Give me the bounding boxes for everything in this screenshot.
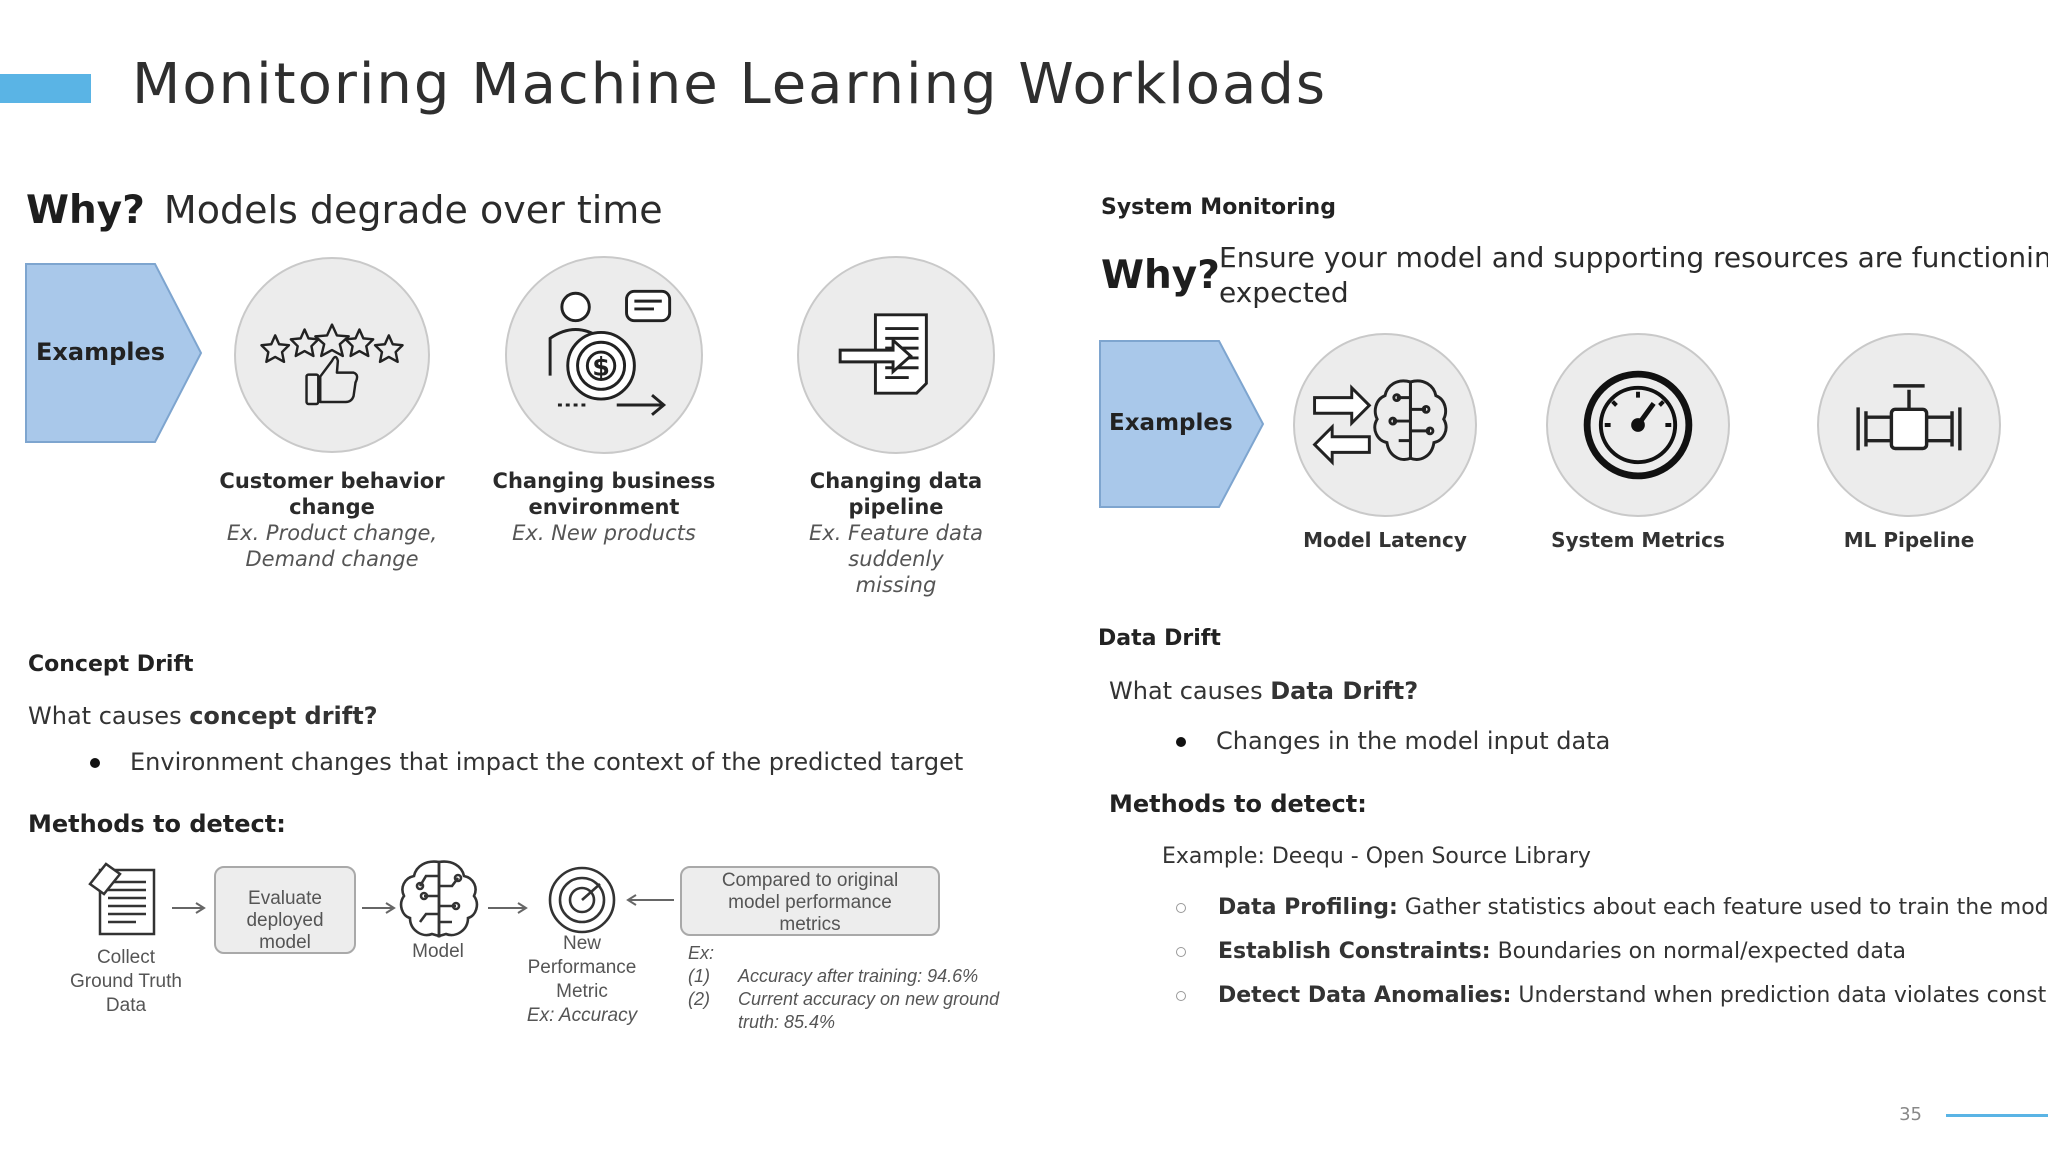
model-brain-icon	[399, 860, 479, 938]
data-pipeline-circle	[797, 256, 995, 454]
business-person-dollar-icon: $	[548, 289, 672, 416]
sub-bullet-ring	[1176, 991, 1186, 1001]
customer-behavior-circle	[234, 257, 430, 453]
right-why-text: Ensure your model and supporting resourc…	[1219, 241, 2048, 309]
customer-behavior-caption: Customer behavior change Ex. Product cha…	[219, 469, 445, 571]
system-monitoring-heading: System Monitoring	[1101, 195, 1336, 220]
brain-arrows-icon	[1312, 379, 1448, 466]
ml-pipeline-label: ML Pipeline	[1843, 528, 1975, 552]
concept-drift-heading: Concept Drift	[28, 652, 194, 677]
right-examples-arrow	[1099, 340, 1265, 508]
footer-accent-line	[1946, 1114, 2048, 1117]
business-environment-caption: Changing business environment Ex. New pr…	[492, 469, 716, 545]
deequ-item-profiling: Data Profiling: Gather statistics about …	[1176, 895, 2048, 920]
data-drift-question: What causes Data Drift?	[1109, 677, 1419, 705]
system-metrics-circle	[1546, 333, 1730, 517]
slide-title: Monitoring Machine Learning Workloads	[132, 52, 1328, 117]
left-examples-arrow	[25, 263, 203, 443]
evaluate-model-box: Evaluate deployed model	[214, 866, 356, 954]
pipe-valve-icon	[1856, 384, 1962, 451]
model-latency-label: Model Latency	[1303, 528, 1467, 552]
left-why-text: Models degrade over time	[163, 188, 663, 232]
data-drift-heading: Data Drift	[1098, 626, 1221, 651]
svg-text:$: $	[592, 353, 610, 383]
page-number: 35	[1899, 1104, 1922, 1125]
flow-arrow-3	[488, 902, 528, 914]
bullet-dot	[90, 758, 100, 768]
left-examples-label: Examples	[36, 338, 166, 366]
concept-drift-question: What causes concept drift?	[28, 702, 378, 730]
compare-original-box: Compared to original model performance m…	[680, 866, 940, 936]
data-drift-bullet: Changes in the model input data	[1176, 727, 1610, 755]
stars-thumbs-up-icon	[260, 323, 404, 406]
deequ-item-constraints: Establish Constraints: Boundaries on nor…	[1176, 939, 1906, 964]
left-methods-heading: Methods to detect:	[28, 810, 286, 838]
flow-arrow-1	[172, 902, 206, 914]
collect-data-document-icon	[88, 862, 156, 936]
deequ-item-anomalies: Detect Data Anomalies: Understand when p…	[1176, 983, 2048, 1008]
business-environment-circle: $	[505, 256, 703, 454]
document-arrow-icon	[838, 313, 928, 395]
left-why-label: Why?	[26, 188, 145, 233]
ml-pipeline-circle	[1817, 333, 2001, 517]
data-pipeline-caption: Changing data pipeline Ex. Feature data …	[809, 469, 983, 597]
flow-arrow-2	[362, 902, 396, 914]
sub-bullet-ring	[1176, 903, 1186, 913]
system-metrics-label: System Metrics	[1551, 528, 1725, 552]
sub-bullet-ring	[1176, 947, 1186, 957]
collect-ground-truth-label: Collect Ground Truth Data	[70, 947, 182, 1016]
gauge-icon	[1583, 370, 1693, 480]
bullet-dot	[1176, 737, 1186, 747]
model-label: Model	[412, 941, 464, 962]
concept-drift-bullet: Environment changes that impact the cont…	[90, 748, 963, 776]
flow-arrow-4	[626, 894, 674, 906]
model-latency-circle	[1293, 333, 1477, 517]
right-why-label: Why?	[1101, 253, 1220, 298]
left-why-row: Why? Models degrade over time	[26, 188, 663, 233]
new-metric-label: New Performance Metric Ex: Accuracy	[526, 933, 638, 1026]
title-accent-bar	[0, 74, 91, 103]
right-methods-heading: Methods to detect:	[1109, 790, 1367, 818]
right-examples-label: Examples	[1109, 410, 1233, 436]
accuracy-example-note: Ex: (1) Accuracy after training: 94.6% (…	[688, 943, 1000, 1032]
performance-target-icon	[548, 866, 616, 934]
deequ-example-line: Example: Deequ - Open Source Library	[1162, 844, 1591, 869]
